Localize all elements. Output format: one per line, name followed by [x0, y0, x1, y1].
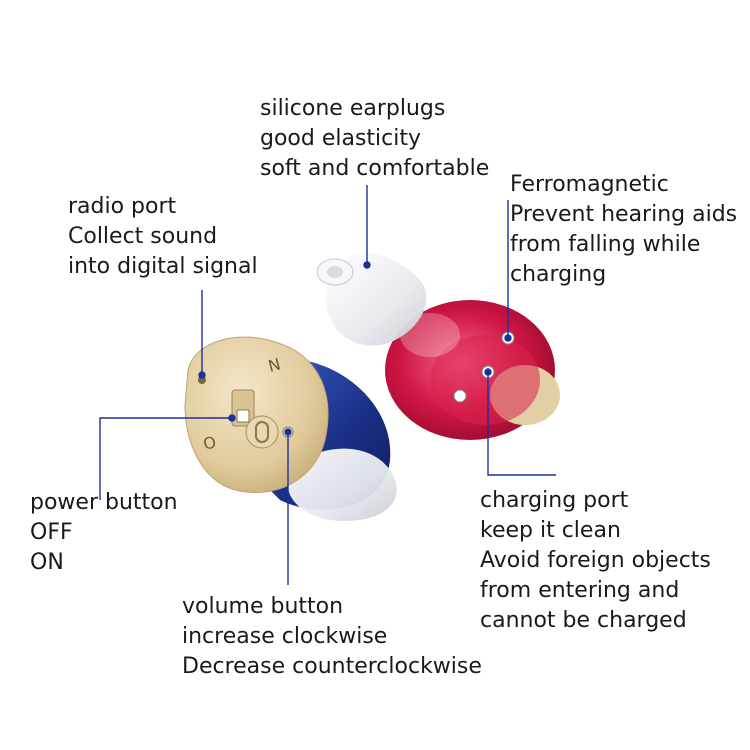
callout-charging-line-1: charging port	[480, 488, 629, 513]
callout-volume-line-3: Decrease counterclockwise	[182, 654, 482, 679]
callout-volume: volume button increase clockwise Decreas…	[182, 592, 482, 682]
leader-power	[99, 417, 232, 500]
leader-lines	[99, 185, 556, 585]
callout-radio-line-3: into digital signal	[68, 254, 258, 279]
callout-volume-line-2: increase clockwise	[182, 624, 388, 649]
leader-charging	[487, 372, 556, 476]
callout-power-line-1: power button	[30, 490, 178, 515]
callout-charging: charging port keep it clean Avoid foreig…	[480, 486, 711, 636]
callout-silicone-line-3: soft and comfortable	[260, 156, 490, 181]
callout-charging-line-2: keep it clean	[480, 518, 621, 543]
volume-wheel	[245, 415, 279, 449]
callout-radio-line-2: Collect sound	[68, 224, 218, 249]
callout-charging-line-5: cannot be charged	[480, 608, 687, 633]
beige-faceplate	[184, 336, 329, 494]
callout-power: power button OFF ON	[30, 488, 178, 578]
callout-silicone-line-1: silicone earplugs	[260, 96, 446, 121]
charging-contact-bottom	[453, 389, 467, 403]
callout-volume-line-1: volume button	[182, 594, 344, 619]
left-hearing-aid	[184, 336, 397, 521]
callout-radio: radio port Collect sound into digital si…	[68, 192, 258, 282]
switch-mark-o: O	[201, 432, 218, 454]
callout-ferro-line-1: Ferromagnetic	[510, 172, 669, 197]
callout-ferro: Ferromagnetic Prevent hearing aids from …	[510, 170, 737, 290]
switch-mark-n: N	[266, 354, 282, 375]
callout-ferro-line-4: charging	[510, 262, 607, 287]
callout-ferro-line-2: Prevent hearing aids	[510, 202, 738, 227]
callout-power-line-3: ON	[30, 550, 64, 575]
callout-power-line-2: OFF	[30, 520, 73, 545]
right-hearing-aid	[316, 252, 560, 440]
callout-silicone: silicone earplugs good elasticity soft a…	[260, 94, 489, 184]
callout-ferro-line-3: from falling while	[510, 232, 701, 257]
callout-silicone-line-2: good elasticity	[260, 126, 422, 151]
callout-charging-line-4: from entering and	[480, 578, 680, 603]
callout-radio-line-1: radio port	[68, 194, 177, 219]
callout-charging-line-3: Avoid foreign objects	[480, 548, 711, 573]
silicone-earplug-left	[287, 448, 397, 521]
